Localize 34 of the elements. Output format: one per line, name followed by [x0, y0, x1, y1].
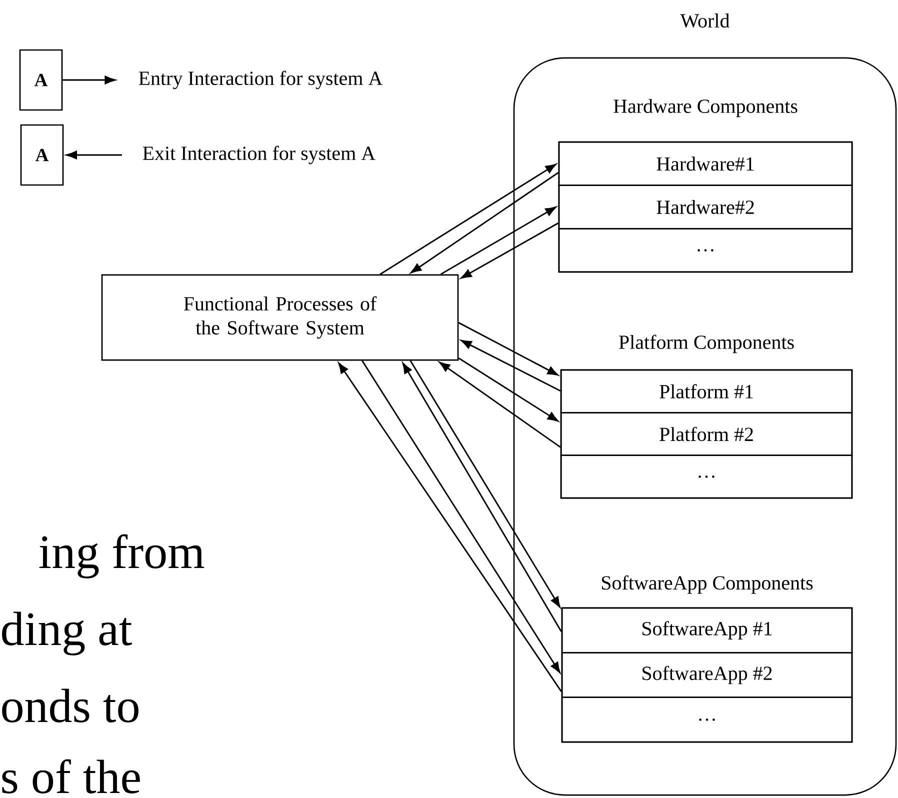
arrow	[460, 340, 561, 392]
node-label: World	[680, 14, 730, 28]
arrow	[380, 164, 556, 275]
legend-text: Exit Interaction for system A	[142, 146, 376, 164]
component-row: …	[558, 228, 853, 273]
legend-text: Entry Interaction for system A	[138, 70, 383, 90]
component-row: …	[561, 696, 853, 743]
arrow	[62, 76, 116, 84]
node-label: Platform Components	[619, 334, 794, 354]
arrow	[362, 360, 560, 673]
fragment-text: ding at	[2, 612, 132, 656]
arrow	[460, 222, 559, 279]
system-box: A	[20, 124, 64, 186]
component-row: Platform #2	[560, 412, 853, 456]
component-row: SoftwareApp #1	[561, 607, 853, 654]
system-box: A	[19, 49, 63, 111]
component-row: SoftwareApp #2	[561, 652, 853, 698]
component-row: Hardware#1	[558, 141, 853, 186]
arrow	[440, 206, 556, 275]
arrow	[458, 322, 558, 376]
arrow	[410, 172, 559, 274]
node-label: SoftwareApp Components	[602, 575, 813, 594]
fragment-text: onds to	[2, 688, 138, 722]
process-box: Functional Processes of the Software System	[101, 274, 459, 361]
component-row: Hardware#2	[558, 184, 853, 230]
fragment-text: ing from	[39, 534, 204, 578]
arrow	[458, 357, 558, 422]
node-label: Hardware Components	[614, 98, 798, 118]
arrow	[439, 362, 561, 448]
arrow	[338, 362, 562, 692]
component-row: Platform #1	[560, 369, 853, 414]
arrow	[66, 150, 122, 160]
fragment-text: s of the	[2, 759, 140, 794]
component-row: …	[560, 454, 853, 499]
